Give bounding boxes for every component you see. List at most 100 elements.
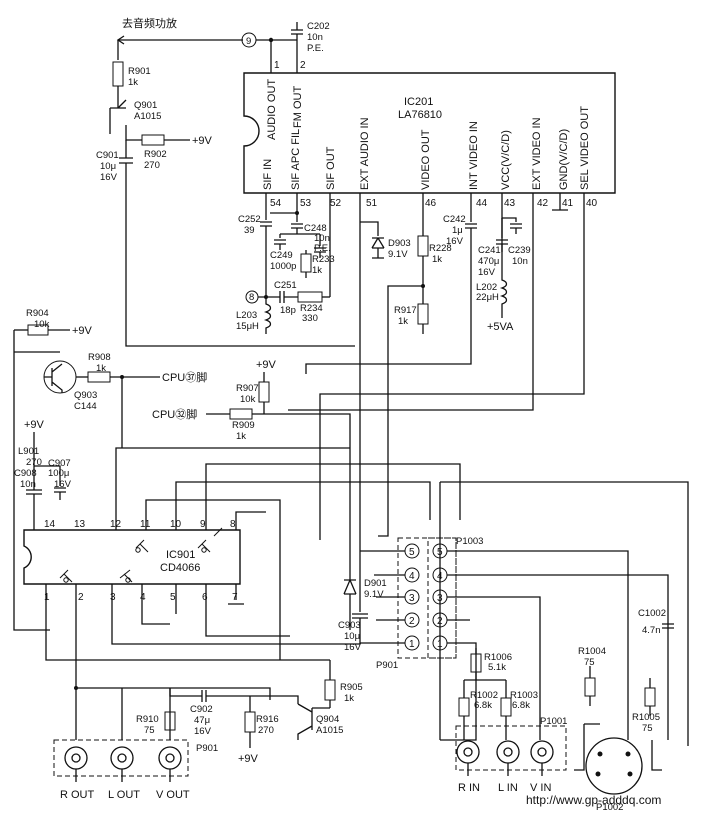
d903-value: 9.1V	[388, 249, 408, 260]
c908-value: 10n	[20, 479, 36, 490]
r908-value: 1k	[96, 363, 106, 374]
r1006-value: 5.1k	[488, 662, 506, 673]
ic201-pin-42: 42	[537, 198, 549, 209]
r917-value: 1k	[398, 316, 408, 327]
c242-value2: 16V	[446, 236, 464, 247]
c1002-ref: C1002	[638, 608, 666, 619]
r228-ref: R228	[429, 243, 452, 254]
r233-ref: R233	[312, 254, 335, 265]
ic201-pin-51: 51	[366, 198, 378, 209]
r1005-ref: R1005	[632, 712, 660, 723]
c239-value: 10n	[512, 256, 528, 267]
jack-v-in[interactable]	[530, 740, 554, 764]
r905-value: 1k	[344, 693, 354, 704]
p1003-pin-2-left: 2	[409, 616, 415, 627]
r917-ref: R917	[394, 305, 417, 316]
ic901-pin-6: 6	[202, 592, 208, 603]
ic201-pin-44: 44	[476, 198, 488, 209]
r916-ref: R916	[256, 714, 279, 725]
ic901-pin-1: 1	[44, 592, 50, 603]
r1002-value: 6.8k	[474, 700, 492, 711]
r905-ref: R905	[340, 682, 363, 693]
r1003-value: 6.8k	[512, 700, 530, 711]
ic201-pin-label-video-out: VIDEO OUT	[420, 129, 432, 190]
c907-value2: 16V	[54, 479, 72, 490]
ic201-pin-label-gnd: GND(V/C/D)	[558, 129, 570, 190]
r234-value: 330	[302, 313, 318, 324]
watermark: http://www.gp-adddq.com	[526, 793, 661, 807]
ic201-pin-52: 52	[330, 198, 342, 209]
r1004-ref: R1004	[578, 646, 606, 657]
c248-ref: C248	[304, 223, 327, 234]
r901-ref: R901	[128, 66, 151, 77]
p1003-pin-3-left: 3	[409, 593, 415, 604]
ic201-pin-41: 41	[562, 198, 574, 209]
p1003-ref: P1003	[456, 536, 483, 547]
c242-ref: C242	[443, 214, 466, 225]
label-r-in: R IN	[458, 782, 480, 794]
r902-value: 270	[144, 160, 160, 171]
r902-ref: R902	[144, 149, 167, 160]
c902-ref: C902	[190, 704, 213, 715]
label-audio-out-to-amp: 去音频功放	[122, 16, 177, 30]
c239-ref: C239	[508, 245, 531, 256]
ic201-pin-label-sif-apc-fil: SIF APC FIL	[290, 129, 302, 190]
c249-value: 1000p	[270, 261, 296, 272]
p1001-ref: P1001	[540, 716, 567, 727]
ic901-pin-3: 3	[110, 592, 116, 603]
r1003-ref: R1003	[510, 690, 538, 701]
r1006-ref: R1006	[484, 652, 512, 663]
c251-value: 18p	[280, 305, 296, 316]
jack-r-out[interactable]	[64, 746, 88, 770]
label-cpu-pin32: CPU㉜脚	[152, 407, 197, 421]
l202-value: 22μH	[476, 292, 499, 303]
c902-value: 47μ	[194, 715, 210, 726]
r228-value: 1k	[432, 254, 442, 265]
d901-value: 9.1V	[364, 589, 384, 600]
c251-ref: C251	[274, 280, 297, 291]
r907-ref: R907	[236, 383, 259, 394]
c903-ref: C903	[338, 620, 361, 631]
c252-value: 39	[244, 225, 255, 236]
ic201-pin-54: 54	[270, 198, 282, 209]
p901-mid-ref: P901	[376, 660, 398, 671]
jack-l-out[interactable]	[110, 746, 134, 770]
c202-value2: P.E.	[307, 43, 324, 54]
p1003-pin-5-left: 5	[409, 547, 415, 558]
label-v-out: V OUT	[156, 789, 190, 801]
ic901-pin-14: 14	[44, 519, 56, 530]
jack-r-in[interactable]	[456, 740, 480, 764]
c903-value2: 16V	[344, 642, 362, 653]
r910-value: 75	[144, 725, 155, 736]
q903-ref: Q903	[74, 390, 97, 401]
ic901-pin-13: 13	[74, 519, 86, 530]
c901-ref: C901	[96, 150, 119, 161]
c252-ref: C252	[238, 214, 261, 225]
r1002-ref: R1002	[470, 690, 498, 701]
r233-value: 1k	[312, 265, 322, 276]
r916-value: 270	[258, 725, 274, 736]
ic901-part: CD4066	[160, 562, 200, 574]
p1003-pin-4-left: 4	[409, 571, 415, 582]
r904-plus9v: +9V	[72, 325, 93, 337]
c241-value2: 16V	[478, 267, 496, 278]
c202-ref: C202	[307, 21, 330, 32]
r910-ref: R910	[136, 714, 159, 725]
q901-ref: Q901	[134, 100, 157, 111]
jack-v-out[interactable]	[158, 746, 182, 770]
jack-l-in[interactable]	[496, 740, 520, 764]
r1004-value: 75	[584, 657, 595, 668]
r907-plus9v: +9V	[256, 359, 277, 371]
r909-value: 1k	[236, 431, 246, 442]
d903-ref: D903	[388, 238, 411, 249]
s-video-connector[interactable]	[585, 737, 643, 795]
ic201-ref: IC201	[404, 96, 433, 108]
label-cpu-pin37: CPU㊲脚	[162, 370, 207, 384]
connector-ref-8: 8	[249, 292, 254, 303]
label-r-out: R OUT	[60, 789, 95, 801]
supply-plus5va: +5VA	[487, 321, 514, 333]
q904-ref: Q904	[316, 714, 339, 725]
l203-ref: L203	[236, 310, 257, 321]
ic901-pin-2: 2	[78, 592, 84, 603]
connector-ref-9: 9	[246, 36, 251, 47]
